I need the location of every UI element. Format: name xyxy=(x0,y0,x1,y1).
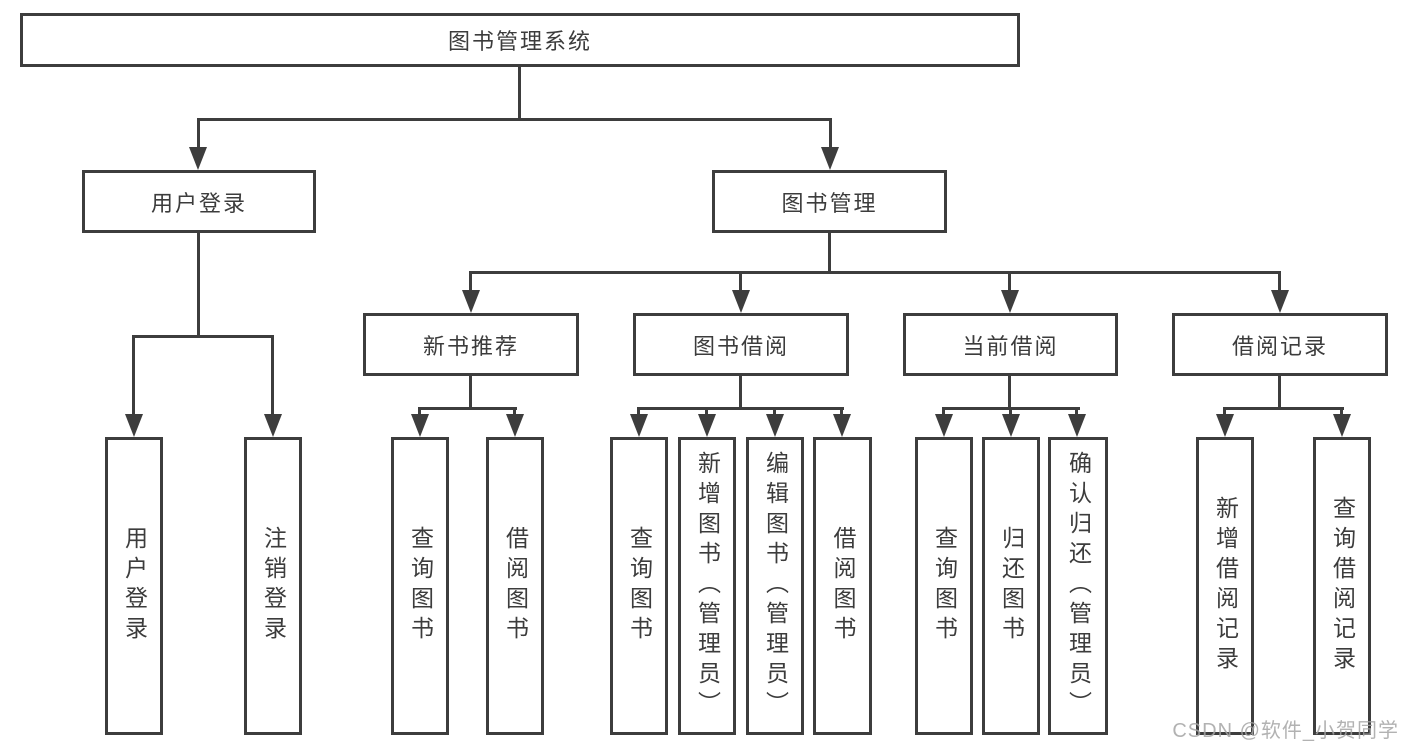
connector-book-management-stem xyxy=(828,233,831,271)
arrow-down-icon xyxy=(698,414,716,437)
leaf-add-borrow-record: 新增借阅记录 xyxy=(1196,437,1254,735)
node-label: 新增借阅记录 xyxy=(1212,496,1239,676)
connector-current-borrow-stem xyxy=(1008,376,1011,407)
node-label: 借阅图书 xyxy=(830,526,856,646)
node-label: 图书管理 xyxy=(781,190,878,216)
node-new-book-recommend: 新书推荐 xyxy=(363,313,579,376)
arrow-down-icon xyxy=(1216,414,1234,437)
connector-stem-new-book xyxy=(469,271,472,293)
connector-stem-leaf xyxy=(840,407,843,417)
arrow-down-icon xyxy=(506,414,524,437)
connector-stem-leaf xyxy=(271,335,274,417)
arrow-down-icon xyxy=(766,414,784,437)
connector-book-borrow-stem xyxy=(739,376,742,407)
node-label: 归还图书 xyxy=(998,526,1025,646)
connector-stem-leaf xyxy=(1075,407,1078,417)
arrow-down-icon xyxy=(630,414,648,437)
leaf-add-book-admin: 新增图书（管理员） xyxy=(678,437,736,735)
arrow-down-icon xyxy=(1001,290,1019,313)
node-user-login: 用户登录 xyxy=(82,170,316,233)
leaf-borrow-book: 借阅图书 xyxy=(813,437,872,735)
node-label: 图书借阅 xyxy=(692,333,789,359)
connector-stem-leaf xyxy=(637,407,640,417)
arrow-down-icon xyxy=(1068,414,1086,437)
leaf-logout-login: 注销登录 xyxy=(244,437,302,735)
connector-new-book-stem xyxy=(469,376,472,407)
connector-stem-user-login xyxy=(197,118,200,148)
connector-stem-current-borrow xyxy=(1008,271,1011,293)
connector-stem-book-management xyxy=(829,118,832,148)
node-label: 查询图书 xyxy=(931,526,958,646)
node-label: 查询借阅记录 xyxy=(1329,496,1356,676)
connector-stem-leaf xyxy=(513,407,516,417)
connector-stem-book-borrow xyxy=(739,271,742,293)
connector-stem-leaf xyxy=(418,407,421,417)
arrow-down-icon xyxy=(833,414,851,437)
connector-root-split xyxy=(197,118,832,121)
arrow-down-icon xyxy=(411,414,429,437)
arrow-down-icon xyxy=(935,414,953,437)
connector-borrow-record-split xyxy=(1223,407,1344,410)
node-label: 图书管理系统 xyxy=(447,29,592,54)
connector-stem-leaf xyxy=(705,407,708,417)
node-label: 借阅图书 xyxy=(502,526,529,646)
node-book-management: 图书管理 xyxy=(712,170,947,233)
leaf-confirm-return-admin: 确认归还（管理员） xyxy=(1048,437,1108,735)
node-borrow-record: 借阅记录 xyxy=(1172,313,1388,376)
connector-new-book-split xyxy=(418,407,517,410)
connector-stem-borrow-record xyxy=(1278,271,1281,293)
connector-stem-leaf xyxy=(1009,407,1012,417)
connector-stem-leaf xyxy=(132,335,135,417)
connector-borrow-record-stem xyxy=(1278,376,1281,407)
connector-book-management-split xyxy=(469,271,1281,274)
node-label: 确认归还（管理员） xyxy=(1065,451,1092,721)
node-label: 当前借阅 xyxy=(962,333,1059,359)
arrow-down-icon xyxy=(1271,290,1289,313)
connector-book-borrow-split xyxy=(637,407,844,410)
arrow-down-icon xyxy=(1002,414,1020,437)
arrow-down-icon xyxy=(732,290,750,313)
arrow-down-icon xyxy=(1333,414,1351,437)
leaf-query-book-borrow: 查询图书 xyxy=(610,437,668,735)
connector-stem-leaf xyxy=(942,407,945,417)
node-current-borrow: 当前借阅 xyxy=(903,313,1118,376)
connector-user-login-split xyxy=(132,335,274,338)
arrow-down-icon xyxy=(462,290,480,313)
connector-root-stem xyxy=(518,67,521,118)
leaf-user-login: 用户登录 xyxy=(105,437,163,735)
node-label: 注销登录 xyxy=(260,526,287,646)
leaf-query-borrow-record: 查询借阅记录 xyxy=(1313,437,1371,735)
arrow-down-icon xyxy=(125,414,143,437)
node-label: 查询图书 xyxy=(626,526,653,646)
connector-stem-leaf xyxy=(773,407,776,417)
node-label: 查询图书 xyxy=(407,526,434,646)
csdn-watermark: CSDN @软件_小贺同学 xyxy=(1172,720,1399,742)
node-label: 用户登录 xyxy=(121,526,148,646)
connector-stem-leaf xyxy=(1340,407,1343,417)
leaf-edit-book-admin: 编辑图书（管理员） xyxy=(746,437,804,735)
leaf-borrow-book-recommend: 借阅图书 xyxy=(486,437,544,735)
leaf-query-book-current: 查询图书 xyxy=(915,437,973,735)
node-label: 新增图书（管理员） xyxy=(694,451,721,721)
leaf-query-book-recommend: 查询图书 xyxy=(391,437,449,735)
connector-stem-leaf xyxy=(1223,407,1226,417)
node-book-borrow: 图书借阅 xyxy=(633,313,849,376)
arrow-down-icon xyxy=(821,147,839,170)
node-label: 借阅记录 xyxy=(1231,333,1328,359)
node-label: 新书推荐 xyxy=(422,333,519,359)
node-label: 编辑图书（管理员） xyxy=(762,451,789,721)
connector-user-login-stem xyxy=(197,233,200,335)
arrow-down-icon xyxy=(189,147,207,170)
arrow-down-icon xyxy=(264,414,282,437)
node-label: 用户登录 xyxy=(150,190,247,216)
node-root-system: 图书管理系统 xyxy=(20,13,1020,67)
leaf-return-book: 归还图书 xyxy=(982,437,1040,735)
